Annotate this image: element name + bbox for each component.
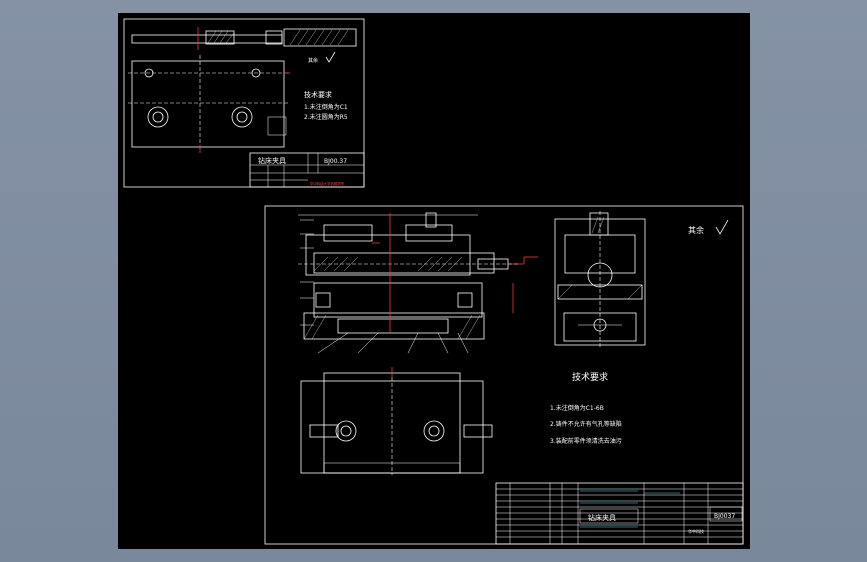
detail-title-code: BJ00.37 xyxy=(324,158,347,165)
assembly-roughness-check-icon xyxy=(715,219,729,235)
parts-list-title-block: 钻床夹具 BJ0037 华中科技 xyxy=(495,482,744,545)
detail-req-2: 2.未注圆角为R5 xyxy=(304,113,348,121)
assembly-req-3: 3.装配前零件须清洗去油污 xyxy=(550,437,622,445)
front-section-view xyxy=(298,212,538,354)
assembly-req-1: 1.未注倒角为C1-6B xyxy=(550,404,604,412)
detail-req-1: 1.未注倒角为C1 xyxy=(304,103,348,111)
detail-title-school: 华中科技大学机械学院 xyxy=(310,181,345,186)
assembly-title-code: BJ0037 xyxy=(714,513,735,520)
detail-title-name: 钻床夹具 xyxy=(258,156,286,165)
drawing-canvas: 其余 技术要求 1.未注倒角为C1 2.未注圆角为R5 钻床夹具 BJ00.37… xyxy=(118,13,750,549)
detail-sheet-border xyxy=(123,18,365,188)
detail-top-view xyxy=(131,27,357,50)
roughness-check-icon xyxy=(325,51,336,63)
bottom-plan-view xyxy=(300,367,493,475)
detail-plan-view xyxy=(128,55,290,153)
assembly-tech-title: 技术要求 xyxy=(572,371,608,383)
assembly-title-org: 华中科技 xyxy=(688,528,704,534)
assembly-roughness-note: 其余 xyxy=(688,225,704,235)
assembly-sheet: 其余 技术要求 1.未注倒角为C1-6B 2.铸件不允许有气孔等缺陷 3.装配前… xyxy=(264,205,744,545)
assembly-title-name: 钻床夹具 xyxy=(588,513,616,522)
detail-roughness-note: 其余 xyxy=(308,57,318,64)
detail-tech-title: 技术要求 xyxy=(304,90,332,99)
detail-title-block: 钻床夹具 BJ00.37 华中科技大学机械学院 xyxy=(249,152,365,188)
detail-sheet: 其余 技术要求 1.未注倒角为C1 2.未注圆角为R5 钻床夹具 BJ00.37… xyxy=(123,18,365,188)
side-view xyxy=(554,211,646,347)
cad-drawing: 其余 技术要求 1.未注倒角为C1 2.未注圆角为R5 钻床夹具 BJ00.37… xyxy=(123,18,744,545)
assembly-req-2: 2.铸件不允许有气孔等缺陷 xyxy=(550,420,622,428)
